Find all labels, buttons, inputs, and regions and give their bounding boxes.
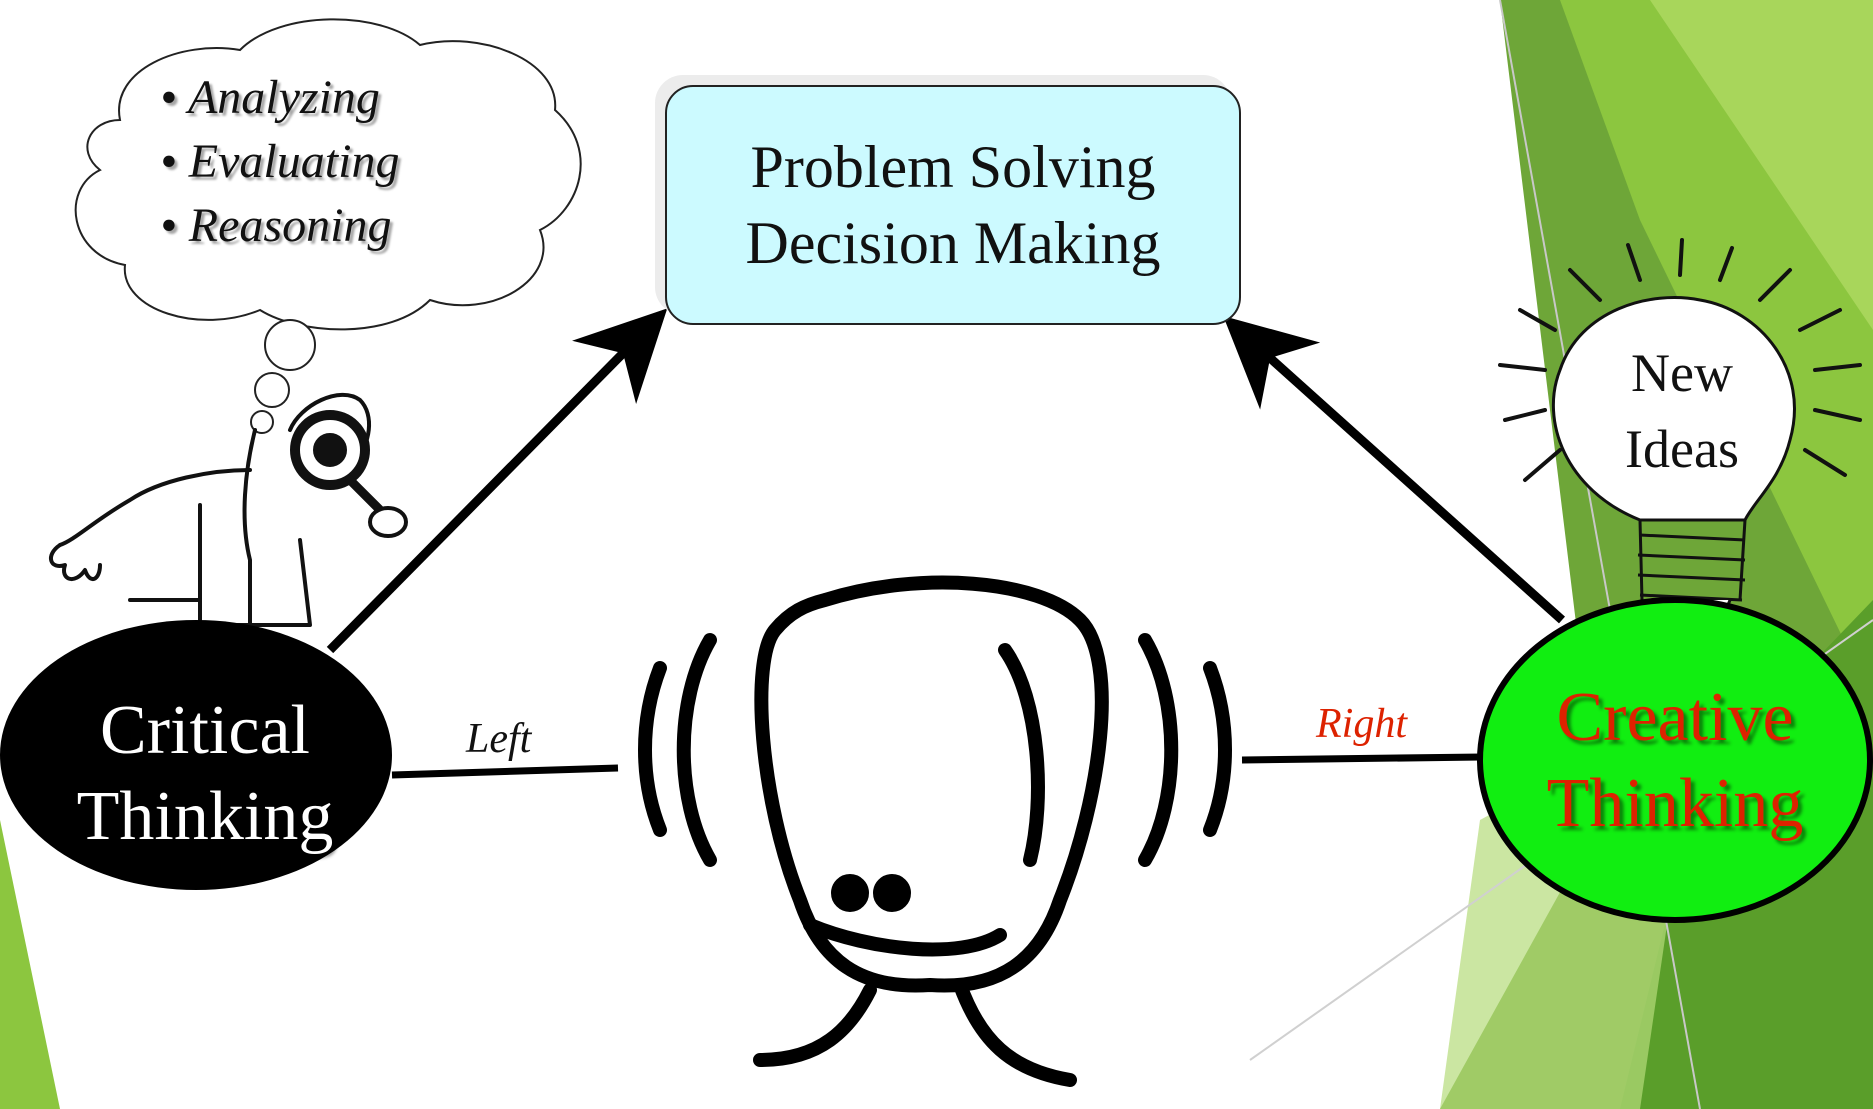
- left-label: Left: [466, 716, 532, 762]
- line-left: [391, 764, 619, 779]
- creative-thinking-node: [1477, 597, 1873, 923]
- cloud-item-reasoning: • Reasoning: [160, 199, 392, 252]
- detective-figure-icon: [49, 392, 408, 627]
- cloud-item-analyzing: • Analyzing: [160, 71, 380, 124]
- green-background-left: [0, 820, 60, 1109]
- critical-line-2: Thinking: [76, 778, 334, 855]
- creative-line-1: Creative: [1556, 679, 1794, 756]
- bulb-line-1: New: [1631, 343, 1733, 403]
- cloud-item-evaluating: • Evaluating: [160, 135, 400, 188]
- light-bulb-icon: [1498, 238, 1862, 624]
- bulb-label: New Ideas: [1592, 335, 1772, 487]
- thought-cloud: [74, 18, 582, 434]
- critical-thinking-label: Critical Thinking: [30, 688, 380, 860]
- right-label: Right: [1316, 701, 1407, 747]
- green-background-right: [1249, 0, 1873, 1109]
- line-right: [1241, 753, 1483, 764]
- critical-line-1: Critical: [100, 692, 310, 769]
- box-line-2: Decision Making: [745, 210, 1161, 276]
- stick-figure-head-icon: [638, 575, 1232, 1087]
- problem-solving-box: Problem Solving Decision Making: [665, 85, 1241, 325]
- creative-thinking-label: Creative Thinking: [1480, 675, 1870, 847]
- arrow-creative-to-box: [1223, 315, 1566, 624]
- creative-line-2: Thinking: [1546, 765, 1804, 842]
- critical-thinking-node: [0, 620, 392, 890]
- thought-cloud-list: • Analyzing • Evaluating • Reasoning: [160, 66, 399, 258]
- box-line-1: Problem Solving: [750, 134, 1156, 200]
- bulb-line-2: Ideas: [1625, 419, 1739, 479]
- arrow-critical-to-box: [326, 308, 668, 654]
